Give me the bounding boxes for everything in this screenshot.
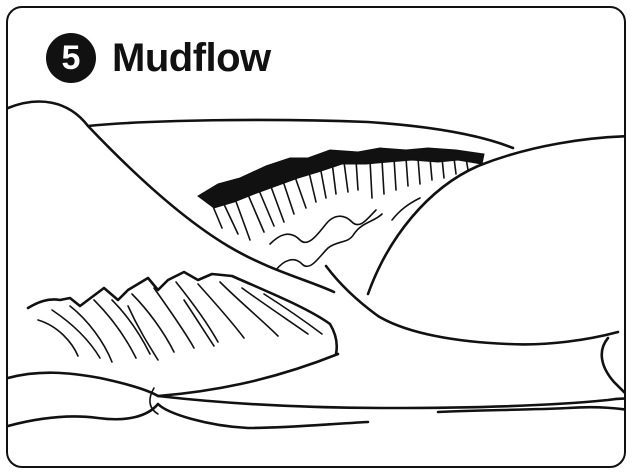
mudflow-channel: [326, 266, 618, 344]
head-scarp: [198, 148, 484, 208]
panel-title: Mudflow: [112, 36, 271, 81]
mudflow-toe: [602, 338, 626, 396]
left-slope: [88, 126, 334, 292]
debris-lobe: [28, 272, 337, 354]
flow-wave-3: [392, 198, 420, 220]
diagram-panel: 5 Mudflow: [6, 6, 626, 468]
flow-wave-2: [276, 214, 382, 270]
far-horizon: [8, 102, 513, 148]
lobe-base: [8, 354, 338, 396]
ground-line: [158, 396, 626, 408]
panel-header: 5 Mudflow: [46, 30, 271, 86]
step-number-badge: 5: [46, 33, 96, 83]
lobe-ridges: [38, 282, 322, 362]
